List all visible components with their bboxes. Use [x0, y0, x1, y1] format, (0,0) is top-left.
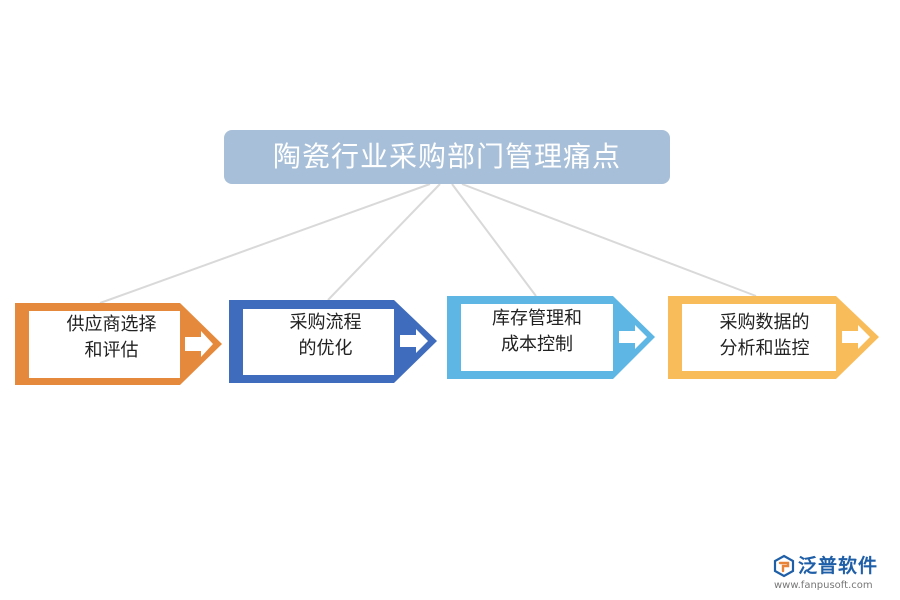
- brand-url: www.fanpusoft.com: [774, 580, 873, 591]
- diagram-title: 陶瓷行业采购部门管理痛点: [224, 130, 670, 184]
- step-3-label: 库存管理和 成本控制: [492, 308, 582, 355]
- step-4-arrow-icon: [842, 325, 870, 349]
- brand-logo: 泛普软件 www.fanpusoft.com: [772, 554, 892, 594]
- step-4-label: 采购数据的 分析和监控: [719, 312, 810, 359]
- step-3-shape: [447, 296, 655, 379]
- connector-line-1: [99, 183, 431, 304]
- step-2-label: 采购流程 的优化: [289, 312, 362, 359]
- step-3-arrow-icon: [619, 325, 647, 349]
- connector-line-4: [461, 183, 757, 297]
- step-2-shape: [229, 300, 437, 383]
- step-1-label: 供应商选择 和评估: [66, 314, 157, 361]
- step-1-shape: [15, 303, 222, 385]
- fanpu-logo-icon: [773, 554, 795, 578]
- step-2-arrow-icon: [400, 329, 428, 353]
- connector-line-3: [451, 183, 537, 297]
- step-4-shape: [668, 296, 879, 379]
- step-1-arrow-icon: [185, 331, 213, 357]
- brand-name: 泛普软件: [798, 555, 879, 577]
- connector-line-2: [327, 183, 441, 301]
